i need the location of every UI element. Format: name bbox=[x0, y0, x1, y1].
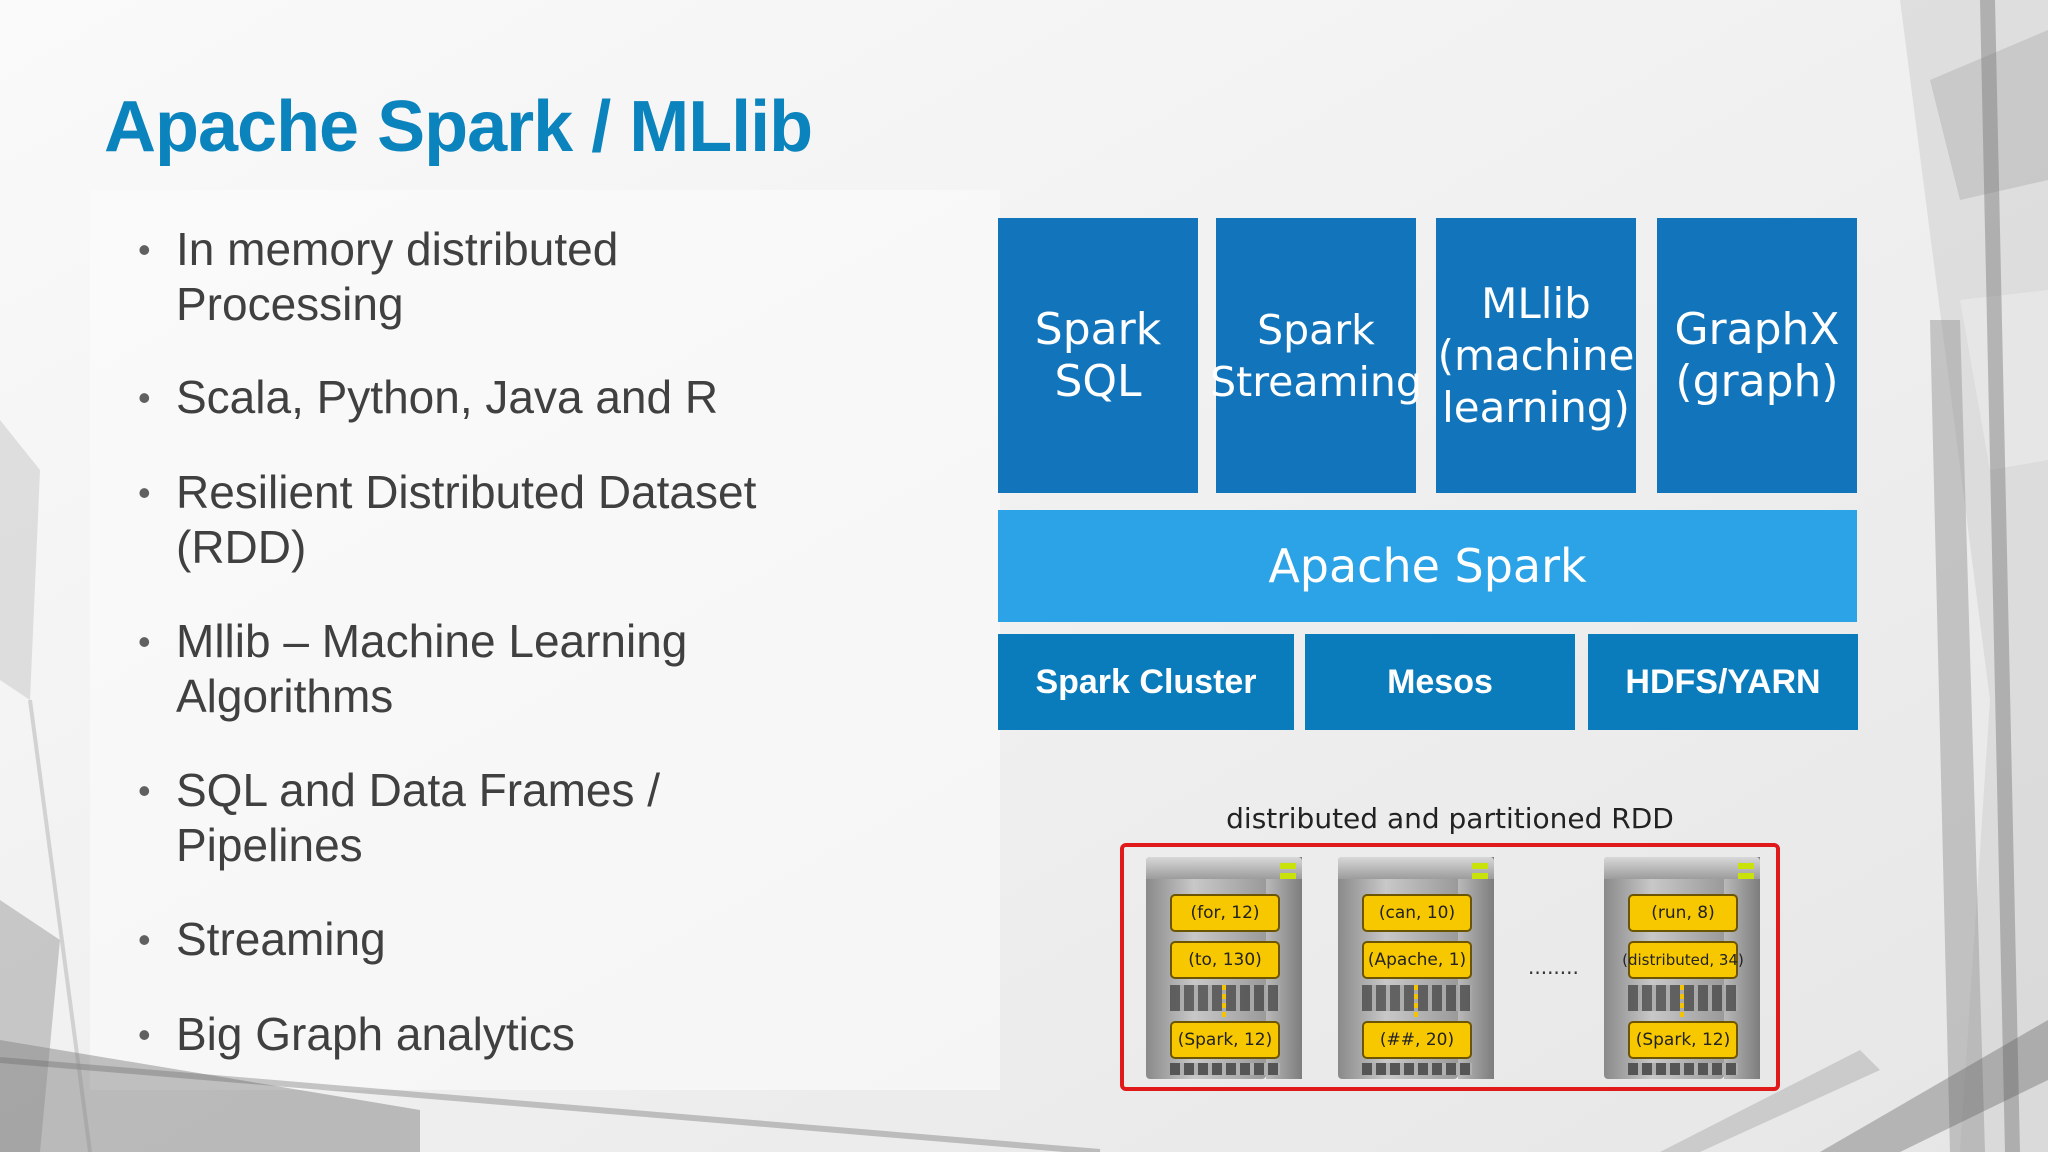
library-line: (graph) bbox=[1675, 355, 1839, 407]
rdd-chip: (##, 20) bbox=[1362, 1021, 1472, 1059]
apache-spark-core-box: Apache Spark bbox=[998, 510, 1857, 622]
library-line: Streaming bbox=[1210, 357, 1422, 406]
server-led-icon bbox=[1472, 873, 1488, 879]
server-dash bbox=[1222, 985, 1226, 1019]
slide-title: Apache Spark / MLlib bbox=[104, 87, 813, 167]
bullet-dot-icon: • bbox=[138, 1014, 151, 1055]
library-box-spark-streaming: Spark Streaming bbox=[1210, 218, 1422, 493]
cluster-box-hdfs-yarn: HDFS/YARN bbox=[1588, 634, 1858, 730]
bullet-dot-icon: • bbox=[138, 770, 151, 811]
bullet-dot-icon: • bbox=[138, 377, 151, 418]
server-dash bbox=[1414, 985, 1418, 1019]
rdd-chip: (Apache, 1) bbox=[1362, 941, 1472, 979]
bullet-text: Big Graph analytics bbox=[176, 1008, 575, 1060]
bullet-text: SQL and Data Frames / Pipelines bbox=[176, 764, 661, 871]
library-label: GraphX (graph) bbox=[1674, 304, 1839, 408]
rdd-chip: (Spark, 12) bbox=[1628, 1021, 1738, 1059]
bullet-dot-icon: • bbox=[138, 919, 151, 960]
server-dash bbox=[1680, 985, 1684, 1019]
rdd-chip: (can, 10) bbox=[1362, 894, 1472, 932]
rdd-partition-frame bbox=[1120, 843, 1780, 1091]
server-vent bbox=[1628, 1063, 1738, 1075]
server-top bbox=[1338, 857, 1494, 879]
bullet-text: Scala, Python, Java and R bbox=[176, 371, 719, 423]
server-vent bbox=[1362, 1063, 1472, 1075]
server-led-icon bbox=[1472, 863, 1488, 869]
rdd-chip: (distributed, 34) bbox=[1622, 941, 1744, 979]
library-line: MLlib bbox=[1481, 278, 1591, 328]
bullet-dot-icon: • bbox=[138, 621, 151, 662]
bullet-text: Resilient Distributed Dataset (RDD) bbox=[176, 466, 757, 573]
rdd-chip: (Spark, 12) bbox=[1170, 1021, 1280, 1059]
rdd-chip: (run, 8) bbox=[1628, 894, 1738, 932]
cluster-box-mesos: Mesos bbox=[1305, 634, 1575, 730]
server-top bbox=[1146, 857, 1302, 879]
server-top bbox=[1604, 857, 1760, 879]
library-box-spark-sql: Spark SQL bbox=[998, 218, 1198, 493]
server-node: (run, 8) (distributed, 34) (Spark, 12) bbox=[1604, 857, 1760, 1079]
server-node: (can, 10) (Apache, 1) (##, 20) bbox=[1338, 857, 1494, 1079]
server-node: (for, 12) (to, 130) (Spark, 12) bbox=[1146, 857, 1302, 1079]
server-vent bbox=[1170, 1063, 1280, 1075]
server-led-icon bbox=[1738, 863, 1754, 869]
library-line: learning) bbox=[1442, 382, 1630, 432]
server-led-icon bbox=[1280, 863, 1296, 869]
server-led-icon bbox=[1280, 873, 1296, 879]
library-label: Spark Streaming bbox=[1210, 304, 1422, 408]
cluster-box-spark-cluster: Spark Cluster bbox=[998, 634, 1294, 730]
library-line: (machine bbox=[1437, 330, 1635, 380]
library-label: MLlib (machine learning) bbox=[1438, 278, 1635, 434]
library-label: Spark SQL bbox=[1035, 304, 1161, 408]
library-box-graphx: GraphX (graph) bbox=[1657, 218, 1857, 493]
rdd-caption: distributed and partitioned RDD bbox=[1226, 802, 1674, 835]
bullet-dot-icon: • bbox=[138, 229, 151, 270]
bullet-text: Mllib – Machine Learning Algorithms bbox=[176, 615, 688, 722]
bullet-text: Streaming bbox=[176, 913, 386, 965]
library-line: SQL bbox=[1054, 355, 1142, 407]
library-line: Spark bbox=[1257, 305, 1375, 354]
rdd-ellipsis: ........ bbox=[1528, 955, 1579, 979]
library-line: GraphX bbox=[1674, 303, 1840, 355]
bullet-text: In memory distributed Processing bbox=[176, 223, 619, 330]
rdd-chip: (for, 12) bbox=[1170, 894, 1280, 932]
server-led-icon bbox=[1738, 873, 1754, 879]
library-line: Spark bbox=[1034, 303, 1162, 355]
bullet-dot-icon: • bbox=[138, 472, 151, 513]
library-box-mllib: MLlib (machine learning) bbox=[1436, 218, 1636, 493]
rdd-chip: (to, 130) bbox=[1170, 941, 1280, 979]
